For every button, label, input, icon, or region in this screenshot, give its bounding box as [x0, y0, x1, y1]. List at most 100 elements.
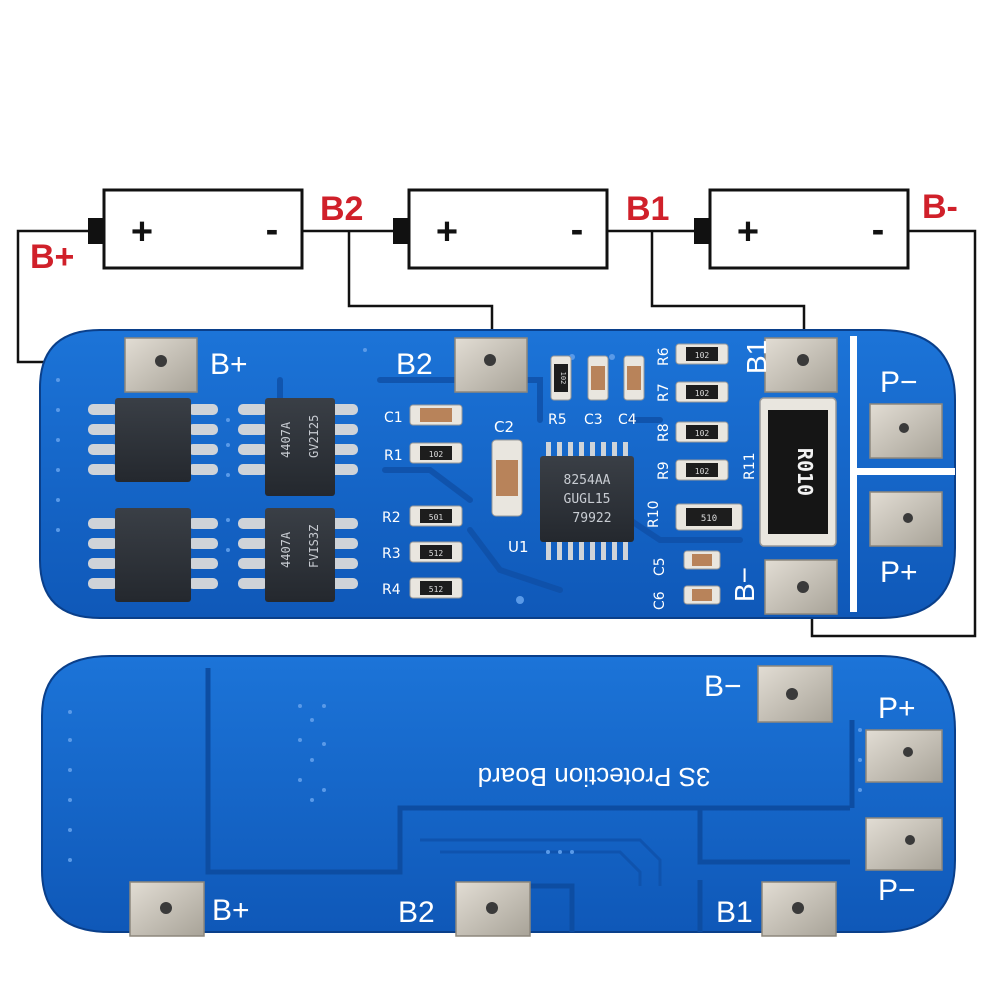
resistor-r1-code: 102 — [429, 450, 444, 459]
shunt-marking: R010 — [793, 448, 817, 496]
resistor-r8: 102 — [675, 421, 729, 443]
back-pad-bminus — [757, 665, 833, 723]
front-board: B+ B2 B1 B− P− P+ — [39, 329, 956, 619]
ref-c5: C5 — [652, 557, 668, 576]
back-pad-label-b2: B2 — [398, 896, 435, 929]
resistor-r2: 501 — [409, 505, 463, 527]
mosfet-q4: 4407A FVIS3Z — [238, 508, 358, 602]
resistor-r6: 102 — [675, 343, 729, 365]
capacitor-c5 — [683, 550, 721, 570]
battery-cell-3: + - — [694, 188, 910, 270]
battery-minus-sign: - — [571, 209, 584, 251]
back-pad-label-b1: B1 — [716, 896, 753, 929]
pad-label-pminus: P− — [880, 366, 918, 399]
resistor-r4: 512 — [409, 577, 463, 599]
pad-label-pplus: P+ — [880, 556, 918, 589]
resistor-r5: 102 — [550, 355, 572, 401]
mosfet-q2: 4407A GV2I25 — [238, 398, 358, 496]
ref-r8: R8 — [656, 423, 672, 442]
pad-b2 — [454, 337, 528, 393]
pad-pminus — [869, 403, 943, 459]
ref-r9: R9 — [656, 461, 672, 480]
mosfet-q1 — [88, 398, 218, 482]
pad-b1 — [764, 337, 838, 393]
capacitor-c6 — [683, 585, 721, 605]
ref-r4: R4 — [382, 582, 401, 598]
resistor-r3: 512 — [409, 541, 463, 563]
capacitor-c2 — [491, 439, 523, 517]
shunt-resistor: R010 — [759, 397, 837, 547]
label-bplus: B+ — [30, 238, 74, 276]
battery-plus-sign: + — [737, 211, 759, 253]
capacitor-c4 — [623, 355, 645, 401]
ref-c3: C3 — [584, 412, 603, 428]
back-board: 3S Protection Board B− P+ P− B+ B2 B1 — [41, 655, 956, 937]
capacitor-c3 — [587, 355, 609, 401]
ref-r11: R11 — [742, 452, 758, 480]
ic-marking-1: 8254AA — [564, 473, 611, 488]
mosfet-q4-marking-1: 4407A — [279, 531, 293, 568]
label-b1: B1 — [626, 190, 669, 228]
ref-u1: U1 — [508, 538, 529, 556]
resistor-r10: 510 — [675, 503, 743, 531]
ref-c6: C6 — [652, 591, 668, 610]
mosfet-q2-marking-2: GV2I25 — [307, 415, 321, 458]
ref-r6: R6 — [656, 347, 672, 366]
resistor-r1: 102 — [409, 442, 463, 464]
ref-r1: R1 — [384, 448, 403, 464]
ref-r5: R5 — [548, 412, 567, 428]
pad-label-b1: B1 — [741, 340, 772, 374]
resistor-r8-code: 102 — [695, 429, 710, 438]
ic-u1: 8254AA GUGL15 79922 — [540, 442, 634, 560]
resistor-r6-code: 102 — [695, 351, 710, 360]
ref-c1: C1 — [384, 410, 403, 426]
back-board-title: 3S Protection Board — [478, 762, 711, 792]
mosfet-q4-marking-2: FVIS3Z — [307, 525, 321, 568]
pad-label-b2: B2 — [396, 348, 433, 381]
resistor-r7-code: 102 — [695, 389, 710, 398]
ic-marking-2: GUGL15 — [564, 492, 611, 507]
ic-marking-3: 79922 — [572, 511, 611, 526]
pad-label-bplus: B+ — [210, 348, 248, 381]
ref-r2: R2 — [382, 510, 401, 526]
battery-minus-sign: - — [872, 209, 885, 251]
resistor-r9: 102 — [675, 459, 729, 481]
back-pad-label-pplus: P+ — [878, 692, 916, 725]
battery-cell-2: + - — [393, 188, 609, 270]
ref-c4: C4 — [618, 412, 637, 428]
back-pad-b2 — [455, 881, 531, 937]
pad-bminus — [764, 559, 838, 615]
label-b2: B2 — [320, 190, 363, 228]
ref-r3: R3 — [382, 546, 401, 562]
resistor-r3-code: 512 — [429, 549, 444, 558]
resistor-r2-code: 501 — [429, 513, 444, 522]
pad-bplus — [124, 337, 198, 393]
capacitor-c1 — [409, 404, 463, 426]
back-pad-pplus — [865, 729, 943, 783]
battery-cell-1: + - — [88, 188, 304, 270]
back-pad-label-bminus: B− — [704, 670, 742, 703]
resistor-r7: 102 — [675, 381, 729, 403]
label-bminus: B- — [922, 188, 958, 226]
back-pad-label-bplus: B+ — [212, 894, 250, 927]
ref-r7: R7 — [656, 383, 672, 402]
battery-plus-sign: + — [436, 211, 458, 253]
back-pad-pminus — [865, 817, 943, 871]
resistor-r5-code: 102 — [559, 372, 567, 385]
battery-minus-sign: - — [266, 209, 279, 251]
battery-plus-sign: + — [131, 211, 153, 253]
back-pad-b1 — [761, 881, 837, 937]
resistor-r9-code: 102 — [695, 467, 710, 476]
pad-pplus — [869, 491, 943, 547]
mosfet-q2-marking-1: 4407A — [279, 421, 293, 458]
ref-r10: R10 — [646, 500, 662, 528]
back-pad-bplus — [129, 881, 205, 937]
resistor-r4-code: 512 — [429, 585, 444, 594]
pad-label-bminus: B− — [729, 567, 760, 602]
ref-c2: C2 — [494, 418, 514, 436]
battery-diagram: + - + - + - B+ B2 B1 B- — [16, 188, 977, 638]
resistor-r10-code: 510 — [701, 514, 717, 524]
back-pad-label-pminus: P− — [878, 874, 916, 907]
mosfet-q3 — [88, 508, 218, 602]
